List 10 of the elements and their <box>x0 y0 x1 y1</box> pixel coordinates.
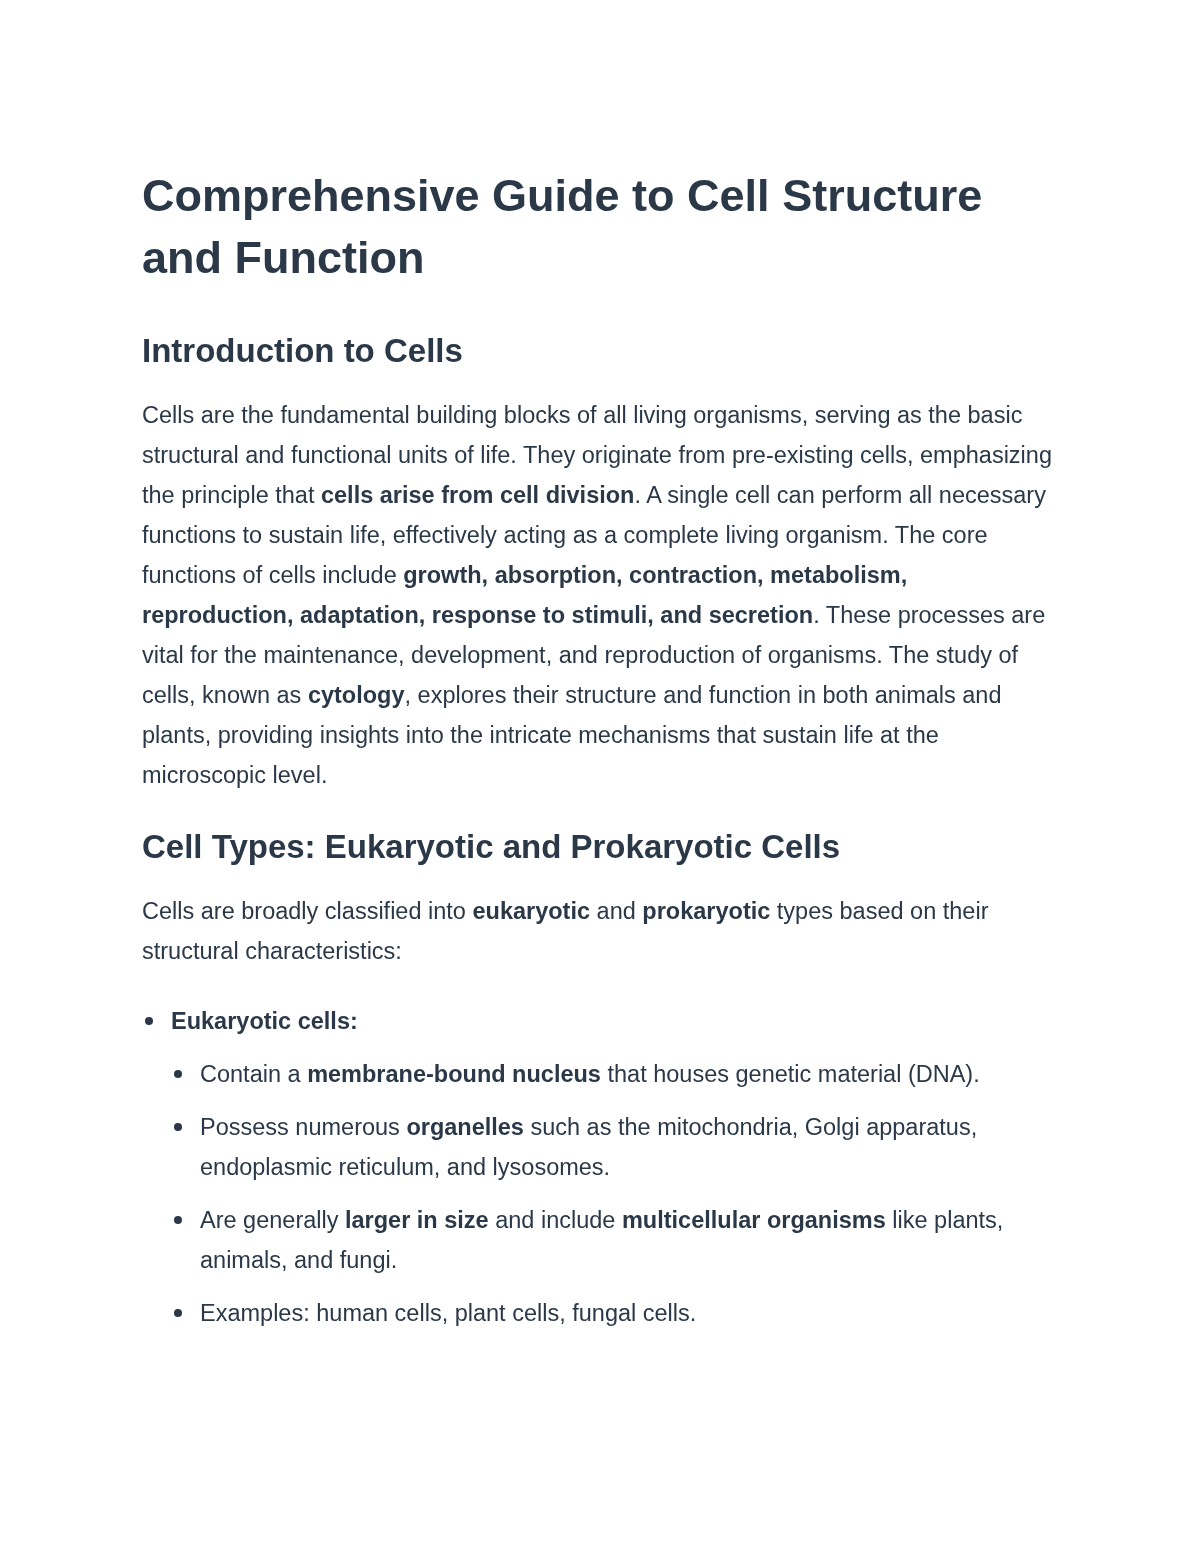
list-item: Eukaryotic cells: <box>171 1008 358 1034</box>
page-title: Comprehensive Guide to Cell Structure and Function <box>142 169 984 285</box>
section-heading: Introduction to Cells <box>142 331 464 371</box>
list-item: Contain a membrane-bound nucleus that houses genetic material (DNA). <box>200 1061 980 1087</box>
paragraph: Cells are the fundamental building blocks of all living organisms, serving as the basic structural and functional units of life. They originate from pre-existing cells, emphasizing the principle that cells arise from cell division. A single cell can perform all necessary functions to sustain life, effectively acting as a complete living organism. The core functions of cells include growth, absorption, contraction, metabolism, reproduction, adaptation, response to stimuli, and secretion. These processes are vital for the maintenance, development, and reproduction of organisms. The study of cells, known as cytology, explores their structure and function in both animals and plants, providing insights into the intricate mechanisms that sustain life at the microscopic level. <box>142 401 1053 790</box>
list-item: Examples: human cells, plant cells, fungal cells. <box>200 1300 697 1326</box>
list-item: Possess numerous organelles such as the mitochondria, Golgi apparatus, endoplasmic reticulum, and lysosomes. <box>200 1114 978 1180</box>
paragraph: Cells are broadly classified into eukaryotic and prokaryotic types based on their structural characteristics: <box>142 897 990 966</box>
list-item: Are generally larger in size and include multicellular organisms like plants, animals, and fungi. <box>200 1207 1004 1273</box>
section-heading: Cell Types: Eukaryotic and Prokaryotic Cells <box>142 827 842 867</box>
